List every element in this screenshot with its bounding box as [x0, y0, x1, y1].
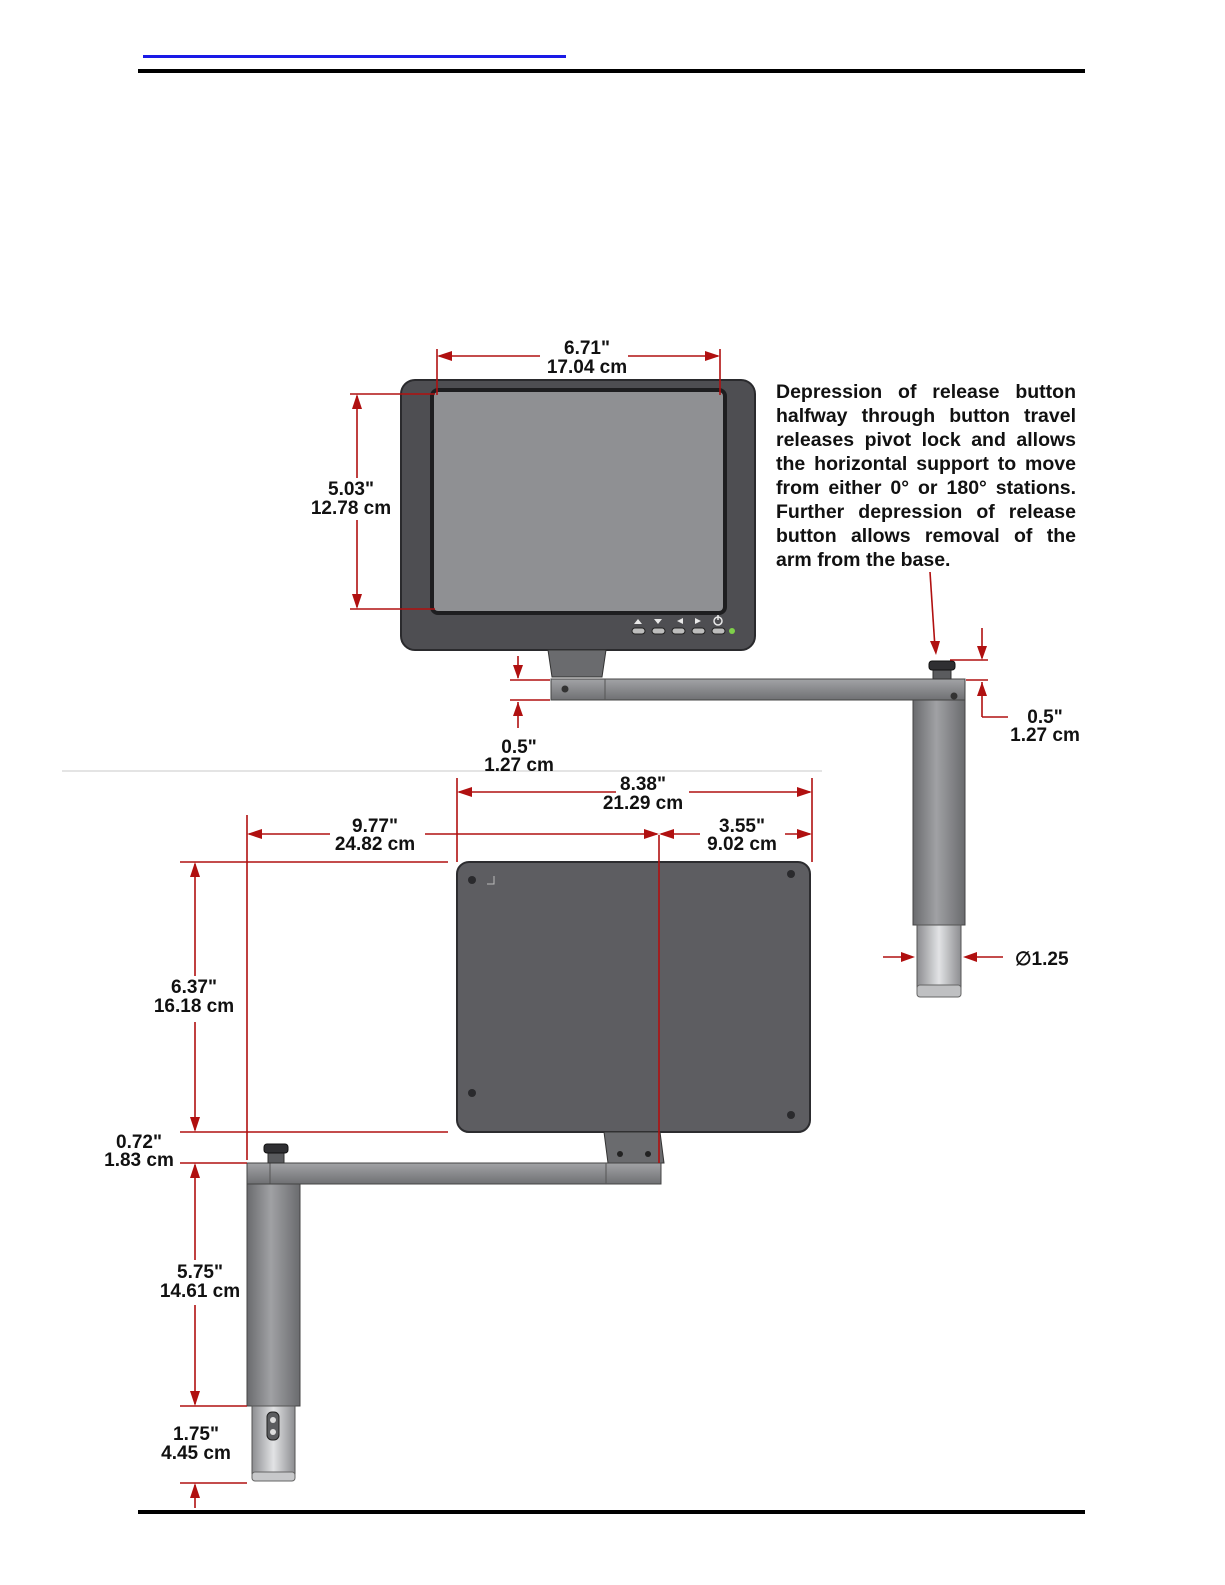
- back-height-in: 6.37": [171, 977, 217, 998]
- arm-gap-cm: 1.83 cm: [104, 1150, 174, 1171]
- up-arrow-icon[interactable]: [631, 619, 646, 635]
- dimension-lines: [180, 349, 1008, 1508]
- arm-offset-side-in: 0.5": [1027, 707, 1062, 728]
- back-width-in: 8.38": [620, 774, 666, 795]
- release-button-front[interactable]: [928, 660, 956, 680]
- collar-length-cm: 4.45 cm: [161, 1443, 231, 1464]
- arm-offset-front-in: 0.5": [501, 737, 536, 758]
- reach-cm: 24.82 cm: [335, 834, 415, 855]
- front-horizontal-arm: [550, 678, 966, 701]
- release-button-note: Depression of release button halfway thr…: [776, 381, 1076, 571]
- monitor-neck: [547, 649, 607, 678]
- monitor-back-panel: [456, 861, 811, 1133]
- mount-offset-cm: 9.02 cm: [707, 834, 777, 855]
- screen-height-in: 5.03": [328, 479, 374, 500]
- arm-offset-side-cm: 1.27 cm: [1010, 725, 1080, 746]
- front-button-row: [631, 615, 735, 635]
- front-post-collar: [916, 924, 962, 991]
- back-vertical-post: [246, 1183, 301, 1407]
- front-view: [400, 379, 966, 998]
- power-icon[interactable]: [711, 615, 726, 635]
- back-horizontal-arm: [246, 1162, 662, 1185]
- arm-gap-in: 0.72": [116, 1132, 162, 1153]
- back-neck: [603, 1131, 665, 1164]
- release-button-back[interactable]: [263, 1143, 289, 1164]
- monitor-screen: [430, 388, 727, 615]
- down-arrow-icon[interactable]: [651, 619, 666, 635]
- mount-offset-in: 3.55": [719, 816, 765, 837]
- post-length-in: 5.75": [177, 1262, 223, 1283]
- post-length-cm: 14.61 cm: [160, 1281, 240, 1302]
- dimension-labels: 6.71" 17.04 cm 5.03" 12.78 cm 0.5" 1.27 …: [104, 338, 1080, 1464]
- arm-offset-front-cm: 1.27 cm: [484, 755, 554, 776]
- back-view: [246, 861, 811, 1482]
- left-arrow-icon[interactable]: [671, 618, 686, 635]
- back-width-cm: 21.29 cm: [603, 793, 683, 814]
- screen-width-cm: 17.04 cm: [547, 357, 627, 378]
- reach-in: 9.77": [352, 816, 398, 837]
- screen-width-in: 6.71": [564, 338, 610, 359]
- power-led: [729, 628, 735, 634]
- right-arrow-icon[interactable]: [691, 618, 706, 635]
- post-diameter: ∅1.25: [1015, 949, 1069, 970]
- back-height-cm: 16.18 cm: [154, 996, 234, 1017]
- screen-height-cm: 12.78 cm: [311, 498, 391, 519]
- collar-length-in: 1.75": [173, 1424, 219, 1445]
- front-vertical-post: [912, 699, 966, 926]
